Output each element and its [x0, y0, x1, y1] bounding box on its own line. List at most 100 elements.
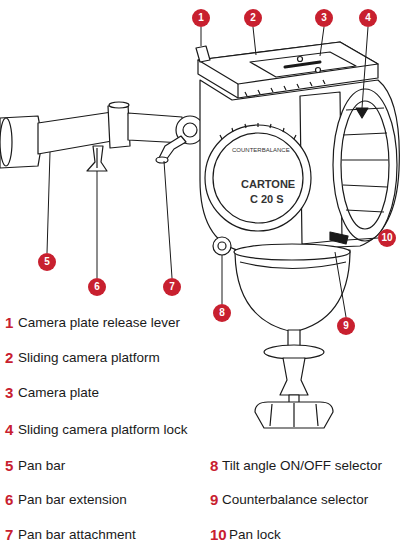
- leader-lines-part: [335, 252, 346, 317]
- pan-lock-part: [330, 232, 348, 244]
- camera-plate-part: [285, 62, 320, 67]
- callout-circle-fill: [213, 304, 231, 322]
- part-name: Camera plate release lever: [18, 314, 180, 332]
- callout-circle-fill: [88, 278, 106, 296]
- dial-text: COUNTERBALANCE: [232, 141, 290, 159]
- model-text: C 20 S: [250, 190, 284, 208]
- part-number: 4: [5, 421, 13, 439]
- platform-lock: [356, 108, 368, 118]
- head-body-part: [333, 89, 397, 241]
- part-number: 10: [210, 526, 227, 544]
- head-body-part: [200, 80, 399, 251]
- leveling-stem-part: [270, 403, 318, 427]
- callout-circle: 7: [163, 278, 181, 296]
- camera-plate-part: [298, 57, 303, 62]
- part-name: Camera plate: [18, 384, 99, 402]
- head-body-part: [342, 108, 388, 212]
- leveling-stem: [255, 330, 333, 428]
- callout-number: 7: [163, 278, 181, 296]
- callout-number: 9: [337, 317, 355, 335]
- pan-bar-attachment-lever-part: [156, 157, 168, 163]
- pan-bar-extension-lever: [87, 146, 107, 171]
- pan-bar-part: [0, 118, 12, 166]
- callout-number: 4: [359, 9, 377, 27]
- callout-number: 1: [192, 9, 210, 27]
- camera-plate-release-lever: [196, 46, 210, 62]
- part-number: 3: [5, 384, 13, 402]
- leader-lines-part: [253, 27, 256, 55]
- callout-circle-fill: [163, 278, 181, 296]
- sliding-camera-platform-part: [198, 42, 378, 84]
- platform-lock-part: [356, 108, 368, 118]
- camera-plate-release-lever-part: [196, 46, 210, 62]
- callout-number: 3: [315, 9, 333, 27]
- leveling-stem-part: [264, 345, 324, 359]
- callout-circle: 1: [192, 9, 210, 27]
- leader-lines-part: [47, 152, 50, 253]
- pan-bar-extension-lever-part: [96, 148, 97, 168]
- callout-circle: 9: [337, 317, 355, 335]
- leveling-stem-part: [255, 402, 333, 428]
- leader-lines-part: [362, 27, 368, 108]
- callout-number: 5: [38, 253, 56, 271]
- part-name: Sliding camera platform: [18, 349, 160, 367]
- leader-lines-part: [347, 238, 378, 240]
- callout-circle-fill: [244, 9, 262, 27]
- callout-circle: 4: [359, 9, 377, 27]
- camera-plate-part: [316, 68, 321, 73]
- callout-circle-fill: [38, 253, 56, 271]
- part-name: Counterbalance selector: [222, 491, 368, 509]
- pan-bar-attachment-lever: [156, 136, 186, 163]
- callout-number: 10: [378, 229, 396, 247]
- leveling-stem-part: [280, 358, 308, 395]
- part-name: Pan bar attachment: [18, 526, 136, 544]
- bowl: [234, 244, 350, 332]
- leader-lines-part: [164, 161, 172, 278]
- pan-bar-part: [183, 123, 197, 137]
- part-number: 6: [5, 491, 13, 509]
- part-number: 7: [5, 526, 13, 544]
- leader-lines-part: [97, 171, 98, 278]
- tilt-selector-knob-part: [218, 242, 226, 250]
- leader-lines: [47, 27, 378, 317]
- part-name: Pan bar extension: [18, 491, 127, 509]
- part-name: Pan lock: [229, 526, 281, 544]
- pan-bar-part: [108, 104, 130, 148]
- head-body-part: [213, 133, 303, 223]
- callout-circle: 10: [378, 229, 396, 247]
- callout-circle: 5: [38, 253, 56, 271]
- part-number: 9: [210, 491, 218, 509]
- callout-circle: 8: [213, 304, 231, 322]
- pan-bar-part: [0, 116, 41, 168]
- pan-bar-attachment-lever-part: [158, 136, 186, 160]
- pan-bar-extension-lever-part: [87, 146, 107, 171]
- part-name: Pan bar: [18, 457, 65, 475]
- sliding-camera-platform-part: [198, 42, 378, 98]
- brand-text: CARTONE: [241, 175, 295, 193]
- head-body-part: [205, 125, 311, 231]
- part-number: 2: [5, 349, 13, 367]
- part-number: 5: [5, 457, 13, 475]
- camera-plate: [250, 52, 356, 77]
- callout-circle: 2: [244, 9, 262, 27]
- callout-circle-fill: [192, 9, 210, 27]
- callout-number: 6: [88, 278, 106, 296]
- part-name: Sliding camera platform lock: [18, 421, 188, 439]
- bowl-part: [235, 250, 350, 332]
- bowl-part: [234, 244, 350, 260]
- callout-circle: 6: [88, 278, 106, 296]
- callout-circle-fill: [337, 317, 355, 335]
- leader-lines-part: [320, 27, 324, 56]
- pan-lock: [330, 232, 348, 244]
- pan-bar-part: [109, 102, 129, 108]
- callout-circle: 3: [315, 9, 333, 27]
- callout-number: 2: [244, 9, 262, 27]
- callout-circle-fill: [315, 9, 333, 27]
- camera-plate-part: [250, 52, 356, 77]
- part-name: Tilt angle ON/OFF selector: [222, 457, 382, 475]
- callout-circle-fill: [359, 9, 377, 27]
- tilt-selector-knob: [213, 237, 231, 255]
- callout-circle-fill: [378, 229, 396, 247]
- leader-lines-part: [201, 27, 202, 46]
